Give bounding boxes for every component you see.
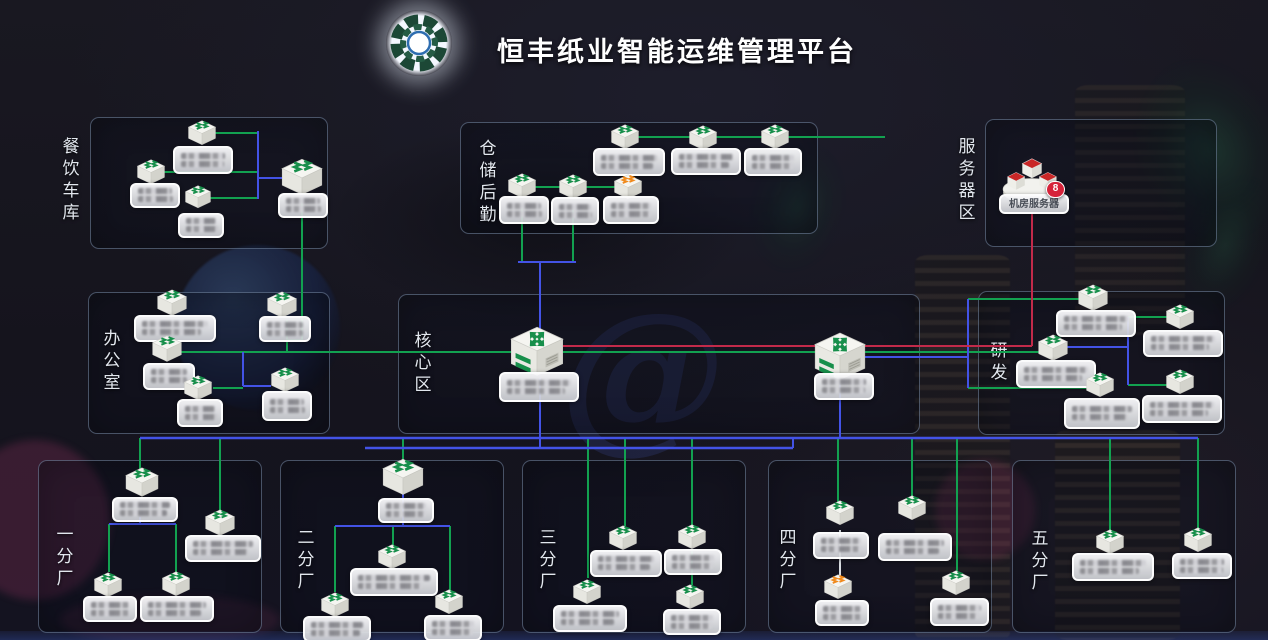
switch-icon-n30[interactable] xyxy=(320,591,350,619)
device-label-n39 xyxy=(929,598,989,626)
switch-icon-n34[interactable] xyxy=(572,578,602,606)
switch-icon-n40[interactable] xyxy=(1095,528,1125,556)
device-label-n27 xyxy=(140,596,214,622)
device-label-n18 xyxy=(814,372,874,400)
zone-label-canyin: 餐饮车库 xyxy=(62,137,80,222)
zone-label-erfen: 二分厂 xyxy=(297,528,315,591)
switch-icon-n37[interactable] xyxy=(897,494,927,522)
zone-label-hexin: 核心区 xyxy=(414,331,432,394)
switch-icon-n07[interactable] xyxy=(760,123,790,151)
switch-icon-n28[interactable] xyxy=(381,458,425,498)
device-label-n20 xyxy=(1143,329,1223,357)
switch-icon-n26[interactable] xyxy=(93,571,123,599)
device-label-n31 xyxy=(424,615,482,640)
device-label-n37 xyxy=(878,533,952,561)
device-label-n11: 机房服务器 xyxy=(999,194,1069,214)
device-label-n07 xyxy=(744,148,802,176)
device-label-n25 xyxy=(185,534,261,562)
switch-icon-n10[interactable] xyxy=(613,173,643,201)
zone-label-sifen: 四分厂 xyxy=(779,528,797,591)
zone-label-bangong: 办公室 xyxy=(103,329,121,392)
device-label-n24 xyxy=(112,496,178,522)
device-label-n19 xyxy=(1056,309,1136,337)
device-label-n40 xyxy=(1072,553,1154,581)
page-title: 恒丰纸业智能运维管理平台 xyxy=(497,37,857,67)
zone-label-fuwuqi: 服务器区 xyxy=(958,137,976,222)
device-label-n04 xyxy=(278,192,328,218)
switch-icon-n21[interactable] xyxy=(1037,334,1069,363)
device-label-n15 xyxy=(177,399,223,427)
core-router-icon-n18[interactable] xyxy=(811,331,869,383)
zone-label-yifen: 一分厂 xyxy=(56,525,74,588)
switch-icon-n04[interactable] xyxy=(280,158,324,198)
switch-icon-n03[interactable] xyxy=(184,185,212,210)
zone-label-wufen: 五分厂 xyxy=(1031,529,1049,592)
zone-box-sanfen xyxy=(522,460,746,633)
switch-icon-n15[interactable] xyxy=(183,374,213,402)
device-label-n26 xyxy=(83,596,137,622)
device-label-n08 xyxy=(499,196,549,224)
device-label-n21 xyxy=(1016,360,1096,388)
switch-icon-n32[interactable] xyxy=(608,524,638,552)
switch-icon-n41[interactable] xyxy=(1183,526,1213,554)
device-label-n30 xyxy=(303,616,371,640)
device-label-n17 xyxy=(499,372,579,402)
device-label-n34 xyxy=(553,604,627,632)
device-label-n06 xyxy=(671,147,741,175)
switch-icon-n33[interactable] xyxy=(677,523,707,551)
switch-icon-n36[interactable] xyxy=(825,499,855,527)
switch-icon-n39[interactable] xyxy=(941,569,971,597)
switch-icon-n27[interactable] xyxy=(161,570,191,598)
device-label-n03 xyxy=(178,212,224,238)
device-label-n41 xyxy=(1172,553,1232,579)
switch-icon-n16[interactable] xyxy=(270,366,300,394)
switch-icon-n25[interactable] xyxy=(204,509,236,538)
zone-label-cangchu: 仓储后勤 xyxy=(479,139,497,224)
switch-icon-n20[interactable] xyxy=(1165,303,1195,331)
app-logo pinwheel-logo-icon xyxy=(386,10,452,76)
device-label-n23 xyxy=(1142,395,1222,423)
device-label-n36 xyxy=(813,531,869,559)
device-label-n05 xyxy=(593,148,665,176)
switch-icon-n29[interactable] xyxy=(377,543,407,571)
device-label-n22 xyxy=(1064,397,1140,429)
switch-icon-n31[interactable] xyxy=(434,588,464,616)
device-label-n09 xyxy=(551,197,599,225)
switch-icon-n01[interactable] xyxy=(187,119,217,147)
switch-icon-n06[interactable] xyxy=(688,124,718,152)
device-label-n35 xyxy=(663,609,721,635)
core-router-icon-n17[interactable] xyxy=(507,325,567,379)
switch-icon-n08[interactable] xyxy=(507,172,537,200)
device-label-n32 xyxy=(590,549,662,577)
switch-icon-n35[interactable] xyxy=(675,583,705,611)
switch-icon-n24[interactable] xyxy=(124,467,160,499)
zone-label-sanfen: 三分厂 xyxy=(539,528,557,591)
switch-icon-n22[interactable] xyxy=(1085,371,1115,399)
device-label-n01 xyxy=(173,146,233,174)
switch-icon-n38[interactable] xyxy=(823,573,853,601)
device-label-n16 xyxy=(262,391,312,421)
switch-icon-n13[interactable] xyxy=(266,291,298,320)
switch-icon-n02[interactable] xyxy=(136,158,166,186)
switch-icon-n05[interactable] xyxy=(610,123,640,151)
switch-icon-n19[interactable] xyxy=(1077,284,1109,313)
device-label-n33 xyxy=(664,549,722,575)
device-label-n29 xyxy=(350,568,438,596)
switch-icon-n23[interactable] xyxy=(1165,368,1195,396)
alert-count-badge: 8 xyxy=(1046,181,1065,198)
device-label-n10 xyxy=(603,196,659,224)
switch-icon-n12[interactable] xyxy=(156,289,188,318)
switch-icon-n14[interactable] xyxy=(151,335,183,364)
device-label-n13 xyxy=(259,316,311,342)
device-label-n28 xyxy=(378,497,434,523)
device-label-n02 xyxy=(130,182,180,208)
device-label-n38 xyxy=(815,600,869,626)
